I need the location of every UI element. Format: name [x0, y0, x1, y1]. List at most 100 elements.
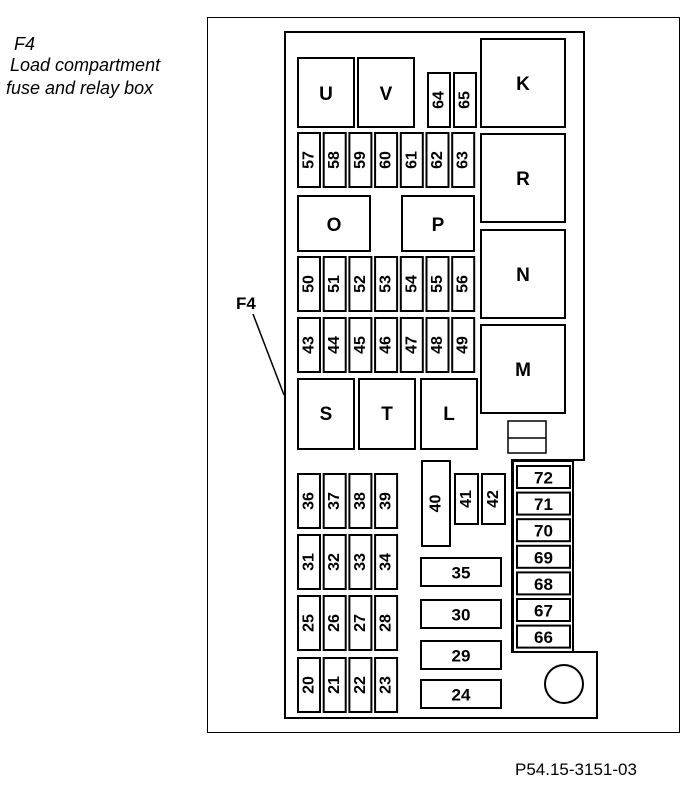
- fuse-68: [516, 571, 571, 596]
- fuse-49-label: 49: [455, 336, 472, 354]
- relay-v-label: V: [380, 84, 393, 105]
- relay-s: [297, 378, 355, 450]
- fuse-52: [348, 256, 373, 312]
- relays: U V K R O P N M S T L: [297, 38, 566, 450]
- fuse-71-label: 71: [534, 495, 553, 514]
- relay-n: [480, 229, 566, 319]
- fuse-30-label: 30: [452, 606, 471, 625]
- fuse-63-label: 63: [455, 151, 472, 169]
- fuse-37-label: 37: [326, 492, 343, 510]
- fuse-66-label: 66: [534, 628, 553, 647]
- fuse-25: [297, 595, 321, 651]
- fuse-65-label: 65: [457, 91, 474, 109]
- fuse-29: [420, 640, 502, 670]
- fuse-46-label: 46: [378, 336, 395, 354]
- relay-n-label: N: [516, 265, 530, 286]
- fuse-41: [454, 473, 479, 525]
- relay-p: [401, 195, 475, 252]
- callout-label: F4: [236, 294, 256, 313]
- fuse-21-label: 21: [326, 676, 343, 694]
- fuse-36-label: 36: [301, 492, 318, 510]
- fuse-67-label: 67: [534, 602, 553, 621]
- fuse-20-label: 20: [301, 676, 318, 694]
- relay-u-label: U: [319, 84, 333, 105]
- fuse-40: [421, 460, 451, 547]
- caption-line-2: fuse and relay box: [6, 78, 154, 98]
- fuse-28: [374, 595, 399, 651]
- fuse-62: [425, 132, 450, 188]
- fuse-45-label: 45: [352, 336, 369, 354]
- fuse-24-label: 24: [452, 686, 471, 705]
- fuse-30: [420, 599, 502, 629]
- fuse-58: [322, 132, 347, 188]
- fuse-43: [297, 317, 321, 373]
- fuse-39: [374, 473, 399, 529]
- fuse-21: [322, 657, 347, 713]
- fuse-56: [451, 256, 476, 312]
- fuse-34-label: 34: [378, 553, 395, 571]
- fuse-54: [399, 256, 424, 312]
- fuse-53: [374, 256, 399, 312]
- fuse-51: [322, 256, 347, 312]
- fuse-49: [451, 317, 476, 373]
- fuse-37: [322, 473, 347, 529]
- fuse-39-label: 39: [378, 492, 395, 510]
- fuse-61: [399, 132, 424, 188]
- fuse-22-label: 22: [352, 676, 369, 694]
- fuse-31: [297, 534, 321, 590]
- caption-line-1: Load compartment: [10, 55, 161, 75]
- fuse-33: [348, 534, 373, 590]
- fuse-20: [297, 657, 321, 713]
- relay-t-label: T: [381, 404, 393, 425]
- fuse-54-label: 54: [403, 275, 420, 293]
- fuse-69-label: 69: [534, 548, 553, 567]
- fuse-63: [451, 132, 476, 188]
- relay-r: [480, 133, 566, 223]
- relay-m-label: M: [515, 360, 531, 381]
- relay-s-label: S: [320, 404, 333, 425]
- fuse-70: [516, 518, 571, 543]
- fuse-22: [348, 657, 373, 713]
- relay-v: [357, 57, 415, 128]
- fuse-27-label: 27: [352, 614, 369, 632]
- fuse-61-label: 61: [403, 151, 420, 169]
- figure-frame: [207, 17, 680, 733]
- fuse-26: [322, 595, 347, 651]
- relay-m: [480, 324, 566, 414]
- relay-k-label: K: [516, 74, 530, 95]
- fuse-31-label: 31: [301, 553, 318, 571]
- fuse-42: [481, 473, 506, 525]
- fuse-59: [348, 132, 373, 188]
- fuse-29-label: 29: [452, 647, 471, 666]
- fuse-38: [348, 473, 373, 529]
- relay-k: [480, 38, 566, 128]
- fuse-45: [348, 317, 373, 373]
- callout-leader: [252, 313, 285, 396]
- relay-u: [297, 57, 355, 128]
- fuse-46: [374, 317, 399, 373]
- figure-reference: P54.15-3151-03: [515, 760, 637, 779]
- fuse-44: [322, 317, 347, 373]
- relay-l-label: L: [443, 404, 455, 425]
- fuse-47: [399, 317, 424, 373]
- fuse-25-label: 25: [301, 614, 318, 632]
- grommet-circle: [544, 664, 584, 704]
- fuse-68-label: 68: [534, 575, 553, 594]
- fuse-26-label: 26: [326, 614, 343, 632]
- fuse-48-label: 48: [429, 336, 446, 354]
- fuse-27: [348, 595, 373, 651]
- fuse-71: [516, 491, 571, 516]
- relay-o: [297, 195, 371, 252]
- fuse-55: [425, 256, 450, 312]
- fuse-60-label: 60: [378, 151, 395, 169]
- fuse-38-label: 38: [352, 492, 369, 510]
- fuse-42-label: 42: [485, 490, 502, 508]
- fuse-24: [420, 679, 502, 709]
- fuse-44-label: 44: [326, 336, 343, 354]
- fuse-33-label: 33: [352, 553, 369, 571]
- relay-l: [420, 378, 478, 450]
- fuse-32: [322, 534, 347, 590]
- fuse-60: [374, 132, 399, 188]
- relay-t: [358, 378, 416, 450]
